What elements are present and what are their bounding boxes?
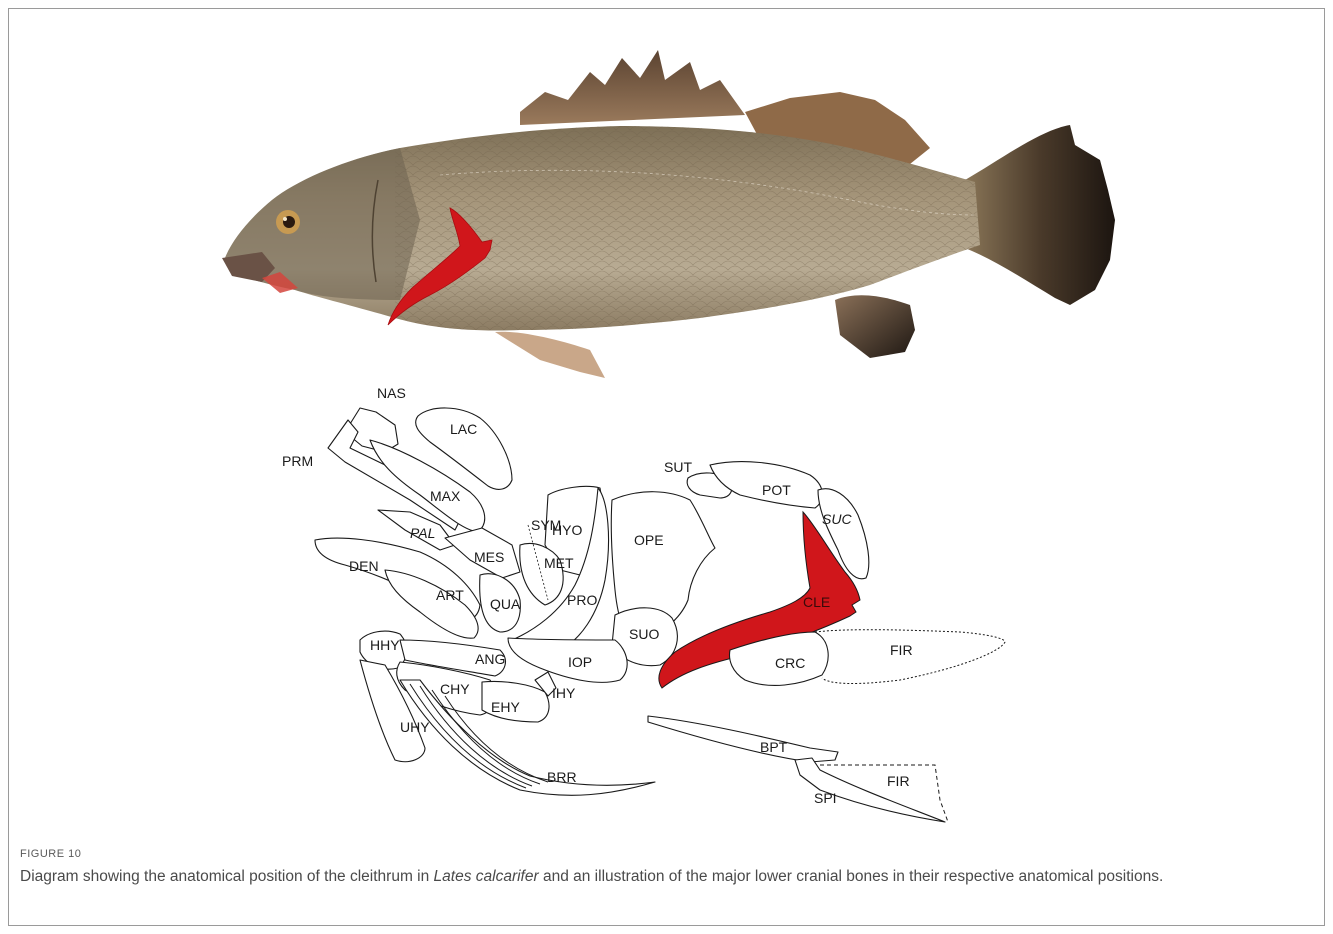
label-brr: BRR [547,769,577,785]
label-uhy: UHY [400,719,430,735]
fish-photo [222,50,1115,378]
label-fir-upper: FIR [890,642,913,658]
label-hyo: HYO [552,522,582,538]
label-prm: PRM [282,453,313,469]
label-suo: SUO [629,626,659,642]
label-ang: ANG [475,651,505,667]
skull-diagram: NAS LAC PRM MAX SYM HYO OPE PAL MES MET … [282,385,1005,822]
figure-label: FIGURE 10 [20,848,81,860]
label-lac: LAC [450,421,477,437]
label-den: DEN [349,558,379,574]
label-iop: IOP [568,654,592,670]
label-bpt: BPT [760,739,788,755]
label-pot: POT [762,482,791,498]
caption-text-after: and an illustration of the major lower c… [539,868,1164,885]
label-ihy: IHY [552,685,576,701]
label-crc: CRC [775,655,805,671]
label-qua: QUA [490,596,521,612]
bone-bpt [648,716,838,762]
label-ope: OPE [634,532,664,548]
label-fir-lower: FIR [887,773,910,789]
label-pro: PRO [567,592,597,608]
label-chy: CHY [440,681,470,697]
label-hhy: HHY [370,637,400,653]
label-ehy: EHY [491,699,520,715]
label-met: MET [544,555,574,571]
label-suc: SUC [822,511,852,527]
label-max: MAX [430,488,461,504]
label-nas: NAS [377,385,406,401]
label-mes: MES [474,549,504,565]
label-spi: SPI [814,790,837,806]
caption-species: Lates calcarifer [434,868,539,885]
caption-text-before: Diagram showing the anatomical position … [20,868,434,885]
label-art: ART [436,587,464,603]
label-cle: CLE [803,594,830,610]
label-sut: SUT [664,459,692,475]
label-pal: PAL [410,525,435,541]
figure-caption: Diagram showing the anatomical position … [20,866,1290,887]
